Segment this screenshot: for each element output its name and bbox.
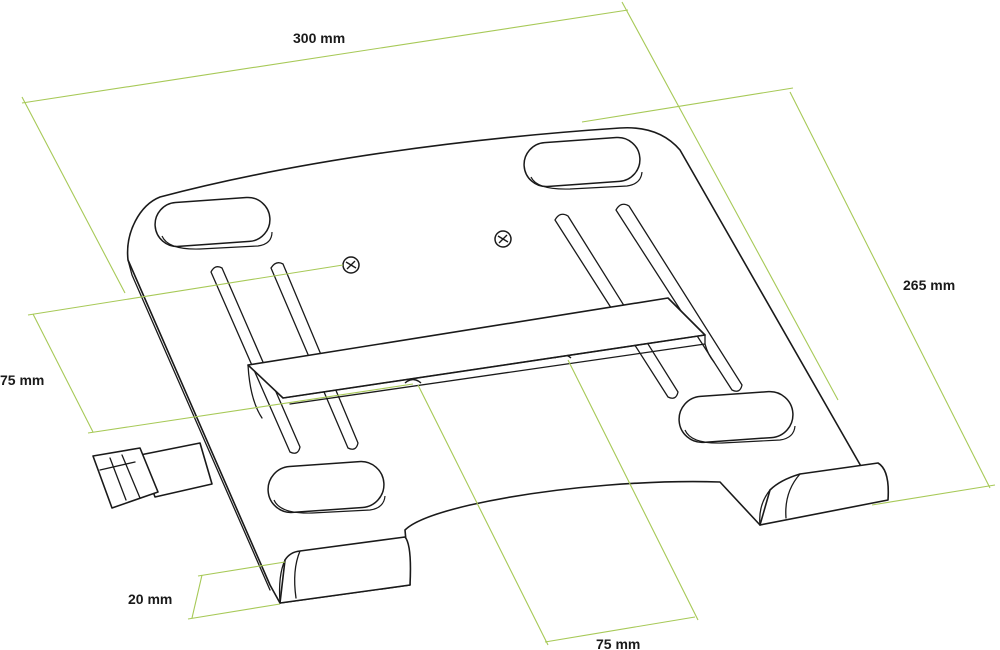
vent-slots xyxy=(210,203,743,454)
front-lips xyxy=(278,462,890,604)
dim-75v-ext-top xyxy=(27,264,344,316)
slot-right-1 xyxy=(554,213,679,399)
screw-right-icon xyxy=(494,230,512,248)
lip-left xyxy=(279,536,412,604)
dim-265-line xyxy=(789,91,991,489)
dim-20-label: 20 mm xyxy=(128,591,172,607)
dim-300-ext-right xyxy=(621,1,839,401)
slot-left-2 xyxy=(270,262,359,450)
dimension-labels: 300 mm 265 mm 75 mm 75 mm 20 mm xyxy=(0,30,955,650)
dim-75h-ext-right xyxy=(567,359,699,621)
dim-75v-ext-bottom xyxy=(87,383,414,434)
dim-265-label: 265 mm xyxy=(903,277,955,293)
cross-bar xyxy=(247,297,715,419)
cross-bar-front xyxy=(282,334,706,405)
pad-bottom-left xyxy=(267,460,386,514)
dim-75h-line xyxy=(544,616,696,643)
cross-bar-left-end xyxy=(247,364,263,419)
pad-top-left xyxy=(154,196,273,250)
slot-left-1 xyxy=(210,266,301,454)
dim-300-ext-left xyxy=(21,96,126,294)
pad-top-right xyxy=(523,136,643,190)
dim-20-line xyxy=(191,574,203,619)
strap xyxy=(92,442,213,509)
pad-bottom-right xyxy=(678,390,796,444)
dim-265-ext-bottom xyxy=(871,484,996,506)
cross-bar-right-end xyxy=(704,343,715,363)
rubber-pads xyxy=(154,136,796,514)
dim-75v-label: 75 mm xyxy=(0,372,44,388)
dim-20-ext-bottom xyxy=(187,603,281,620)
dim-300-line xyxy=(21,9,629,104)
dim-75h-label: 75 mm xyxy=(596,636,640,650)
lip-right xyxy=(759,462,890,526)
dim-300-label: 300 mm xyxy=(293,30,345,46)
dim-20-ext-top xyxy=(197,561,286,577)
screw-bottom-left-icon xyxy=(404,378,422,384)
dim-75v-line xyxy=(32,313,94,433)
tray-plate-edge xyxy=(127,259,271,591)
dim-265-ext-top xyxy=(581,87,794,123)
buckle xyxy=(92,447,159,509)
slot-right-2 xyxy=(615,203,743,392)
dimension-lines xyxy=(21,1,996,646)
dim-75h-ext-left xyxy=(417,384,549,646)
screw-left-icon xyxy=(342,256,360,274)
